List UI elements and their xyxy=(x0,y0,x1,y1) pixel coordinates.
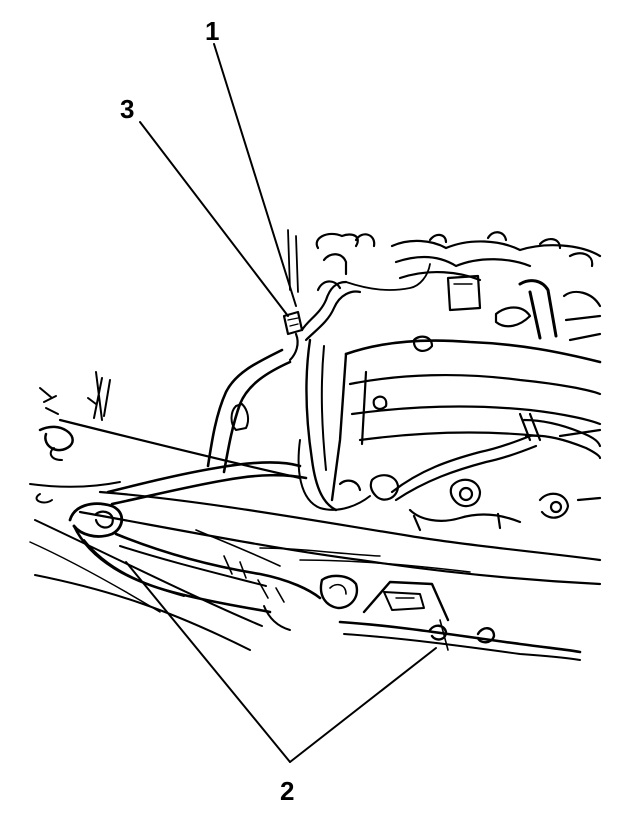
callout-label-1: 1 xyxy=(205,16,219,46)
leader-line-3 xyxy=(139,121,289,317)
sensor-lead-pipe xyxy=(206,348,292,474)
mounting-bracket xyxy=(319,574,582,661)
callout-label-3: 3 xyxy=(120,94,134,124)
oxygen-sensor-connector xyxy=(282,263,431,362)
leader-line-1 xyxy=(213,43,297,307)
leader-lines xyxy=(125,43,437,763)
vacuum-hose-assembly xyxy=(68,461,322,631)
engine-top-components xyxy=(287,229,602,502)
fender-edge-lines xyxy=(58,418,602,586)
leader-line-2b xyxy=(289,647,437,763)
leader-line-2a xyxy=(125,561,291,763)
engine-manifold-area xyxy=(297,338,602,532)
left-fender-lines xyxy=(29,371,263,651)
callout-label-2: 2 xyxy=(280,776,294,806)
